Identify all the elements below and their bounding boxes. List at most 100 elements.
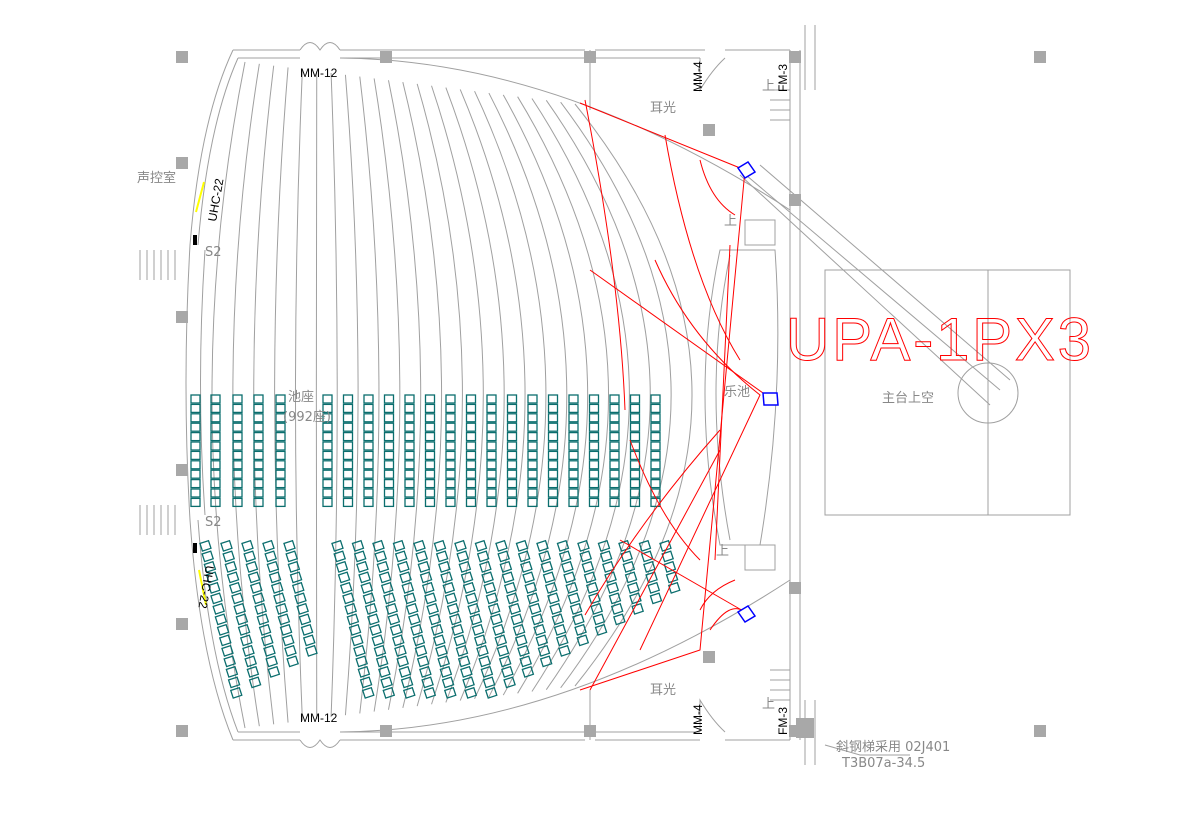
seat	[287, 560, 301, 573]
seat	[322, 488, 333, 498]
seat	[629, 497, 641, 508]
seat	[527, 478, 538, 489]
seat	[262, 539, 275, 552]
seat	[527, 460, 538, 470]
seat	[216, 623, 230, 636]
seat	[378, 571, 392, 584]
seat-row-line	[431, 85, 484, 705]
seat	[544, 581, 558, 594]
seat	[486, 431, 497, 442]
seat	[465, 431, 477, 442]
seat	[449, 613, 462, 626]
seat	[253, 431, 264, 442]
seat	[484, 686, 498, 699]
seat	[667, 581, 681, 594]
label-up: 上	[762, 79, 775, 94]
seat	[363, 403, 374, 414]
seat	[506, 441, 518, 451]
seat	[501, 665, 514, 678]
seat	[210, 450, 221, 461]
seat	[294, 592, 307, 605]
speakers	[736, 160, 779, 624]
seat	[348, 623, 362, 636]
seat	[547, 488, 559, 498]
seat	[375, 655, 389, 668]
seat	[284, 644, 297, 657]
seat	[218, 634, 232, 647]
column-marker	[1034, 725, 1046, 737]
seat	[232, 403, 243, 414]
seat	[322, 469, 333, 479]
column-marker	[789, 194, 801, 206]
seat	[383, 497, 395, 508]
seat	[190, 497, 201, 508]
seat	[275, 431, 286, 442]
column-marker	[380, 725, 392, 737]
seat	[383, 394, 395, 404]
highlight-mark	[195, 181, 205, 213]
seat	[398, 665, 412, 678]
seat	[404, 413, 415, 423]
seat	[421, 581, 435, 594]
seat-row-line	[402, 81, 443, 709]
seat	[331, 539, 344, 552]
column-marker	[380, 51, 392, 63]
seat	[424, 394, 436, 404]
seat	[424, 488, 436, 498]
seat	[439, 665, 453, 678]
device-icon	[193, 235, 197, 245]
seat	[383, 460, 395, 470]
seat	[610, 602, 624, 615]
seat	[496, 644, 510, 657]
seat	[342, 469, 354, 479]
seat	[253, 441, 264, 451]
seat-row-line	[517, 96, 610, 694]
seat	[482, 676, 496, 689]
seat	[253, 422, 264, 432]
seat	[547, 460, 559, 470]
seat	[538, 550, 552, 563]
column-marker	[176, 464, 188, 476]
seat	[342, 394, 354, 404]
seat	[356, 560, 369, 573]
column-marker	[789, 582, 801, 594]
seat	[527, 413, 538, 423]
seat	[277, 613, 291, 626]
seat	[220, 539, 233, 552]
seat	[647, 581, 661, 594]
seat	[524, 581, 538, 594]
seat	[460, 571, 474, 584]
seat	[346, 613, 360, 626]
seat	[322, 460, 333, 470]
seat	[419, 571, 433, 584]
seat-row-line	[531, 98, 630, 692]
seat	[361, 686, 375, 699]
seat	[190, 450, 201, 461]
seat-row-line	[373, 78, 401, 712]
seat	[253, 413, 264, 423]
seat	[275, 602, 289, 615]
seat	[205, 571, 219, 584]
seat	[342, 488, 354, 498]
seat	[371, 634, 385, 647]
seat	[583, 571, 597, 584]
seat	[629, 403, 641, 414]
seat	[210, 592, 223, 605]
seat	[445, 441, 456, 451]
seat	[445, 422, 456, 432]
seat	[305, 644, 318, 657]
seat	[360, 581, 374, 594]
seat	[640, 550, 654, 563]
seat	[404, 469, 415, 479]
seat	[649, 592, 663, 605]
seat	[577, 539, 590, 552]
seat	[296, 602, 310, 615]
seat	[322, 497, 333, 508]
seat	[258, 623, 272, 636]
seat	[298, 613, 312, 626]
seat-blocks	[190, 394, 681, 699]
seat	[372, 539, 385, 552]
seat	[221, 644, 234, 657]
seat	[547, 592, 560, 605]
seat	[547, 422, 559, 432]
